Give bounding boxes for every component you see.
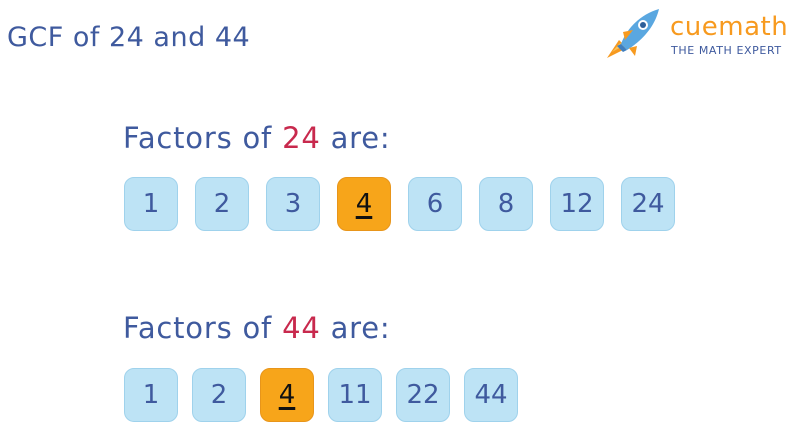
factors-24-heading: Factors of 24 are: (123, 121, 390, 155)
rocket-icon (607, 9, 659, 58)
factor-box: 44 (464, 368, 518, 422)
factor-box: 22 (396, 368, 450, 422)
heading-suffix: are: (320, 121, 391, 155)
heading-number: 44 (282, 311, 321, 345)
factor-box: 12 (550, 177, 604, 231)
factor-box: 1 (124, 368, 178, 422)
common-factor-box: 4 (337, 177, 391, 231)
logo-tagline: THE MATH EXPERT (671, 44, 782, 57)
logo-wordmark: cuemath (670, 12, 789, 42)
common-factor-box: 4 (260, 368, 314, 422)
factor-box: 2 (192, 368, 246, 422)
factor-box: 6 (408, 177, 462, 231)
heading-suffix: are: (320, 311, 391, 345)
heading-prefix: Factors of (123, 121, 283, 155)
heading-prefix: Factors of (123, 311, 283, 345)
heading-number: 24 (282, 121, 321, 155)
factor-box: 11 (328, 368, 382, 422)
factor-box: 1 (124, 177, 178, 231)
page-title: GCF of 24 and 44 (7, 22, 251, 53)
factors-44-heading: Factors of 44 are: (123, 311, 390, 345)
factor-box: 3 (266, 177, 320, 231)
factor-box: 2 (195, 177, 249, 231)
cuemath-logo: cuemath THE MATH EXPERT (603, 6, 800, 66)
factor-box: 8 (479, 177, 533, 231)
factor-box: 24 (621, 177, 675, 231)
